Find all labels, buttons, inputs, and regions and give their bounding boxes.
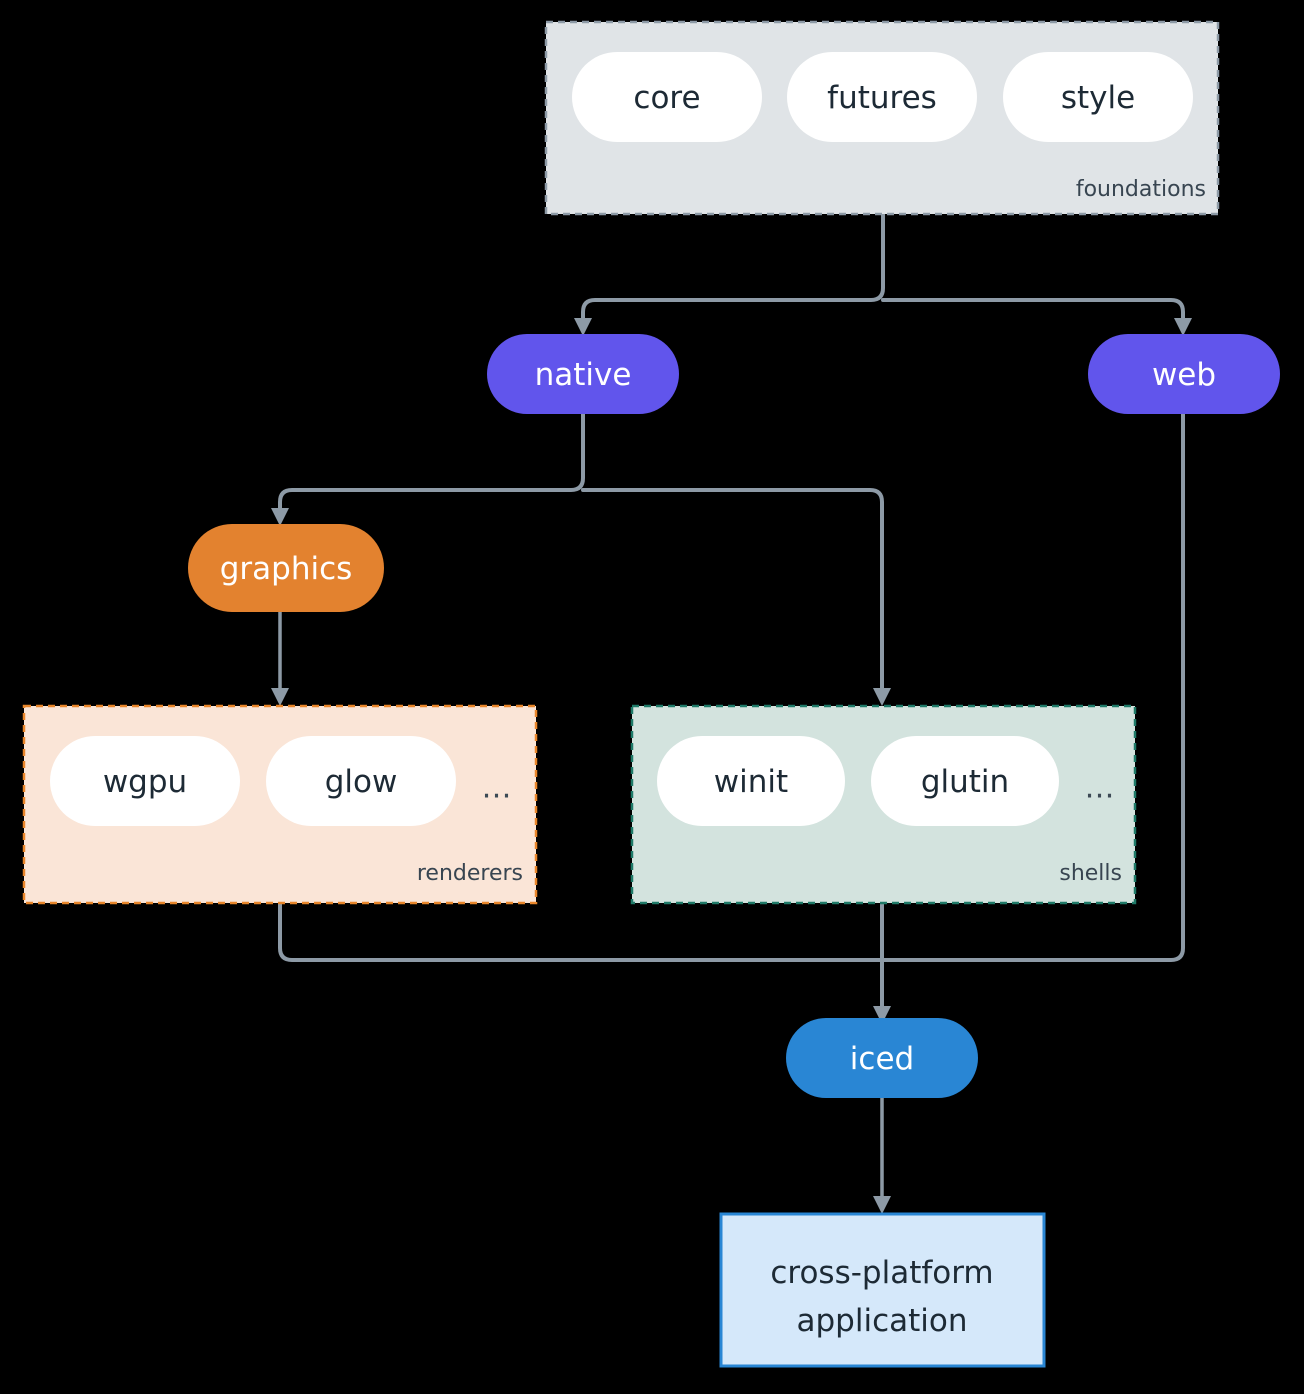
edge-native-split: [278, 411, 585, 514]
shells-ellipsis: …: [1085, 771, 1116, 806]
pill-futures-label: futures: [827, 80, 937, 116]
arrowhead-application: [873, 1196, 891, 1214]
pill-core[interactable]: core: [572, 52, 762, 142]
arrowhead-shells: [873, 688, 891, 706]
group-renderers: wgpu glow … renderers: [22, 704, 538, 905]
application-label-line1: cross-platform: [770, 1255, 993, 1291]
arrowhead-graphics: [271, 508, 289, 526]
node-iced[interactable]: iced: [786, 1018, 978, 1098]
pill-wgpu[interactable]: wgpu: [50, 736, 240, 826]
node-graphics-label: graphics: [220, 551, 353, 587]
pill-winit[interactable]: winit: [657, 736, 845, 826]
arrowhead-native: [574, 318, 592, 336]
edge-native-to-shells: [581, 488, 884, 692]
pill-winit-label: winit: [714, 764, 788, 800]
group-foundations-label: foundations: [1076, 177, 1206, 202]
edge-layer: [271, 212, 1192, 1214]
pill-style-label: style: [1061, 80, 1135, 116]
pill-glutin-label: glutin: [921, 764, 1009, 800]
node-web-label: web: [1152, 357, 1216, 393]
pill-glow-label: glow: [325, 764, 398, 800]
pill-glow[interactable]: glow: [266, 736, 456, 826]
node-iced-label: iced: [850, 1041, 914, 1077]
edge-web-to-iced: [880, 411, 1185, 962]
pill-glutin[interactable]: glutin: [871, 736, 1059, 826]
pill-futures[interactable]: futures: [787, 52, 977, 142]
node-web[interactable]: web: [1088, 334, 1280, 414]
node-cross-platform-application[interactable]: cross-platform application: [719, 1212, 1046, 1368]
node-graphics[interactable]: graphics: [188, 524, 384, 612]
edge-renderers-to-iced: [278, 901, 884, 962]
application-label-line2: application: [797, 1303, 968, 1339]
edge-foundations-split: [581, 212, 885, 324]
group-foundations: core futures style foundations: [544, 20, 1220, 216]
arrowhead-web: [1174, 318, 1192, 336]
pill-core-label: core: [633, 80, 700, 116]
node-native[interactable]: native: [487, 334, 679, 414]
arrowhead-renderers: [271, 688, 289, 706]
renderers-ellipsis: …: [482, 771, 513, 806]
arrowhead-iced: [873, 1006, 891, 1024]
edge-foundations-to-web: [881, 298, 1185, 324]
pill-style[interactable]: style: [1003, 52, 1193, 142]
group-shells: winit glutin … shells: [630, 704, 1137, 905]
group-shells-label: shells: [1059, 861, 1122, 886]
pill-wgpu-label: wgpu: [103, 764, 187, 800]
node-native-label: native: [535, 357, 632, 393]
group-renderers-label: renderers: [417, 861, 523, 886]
